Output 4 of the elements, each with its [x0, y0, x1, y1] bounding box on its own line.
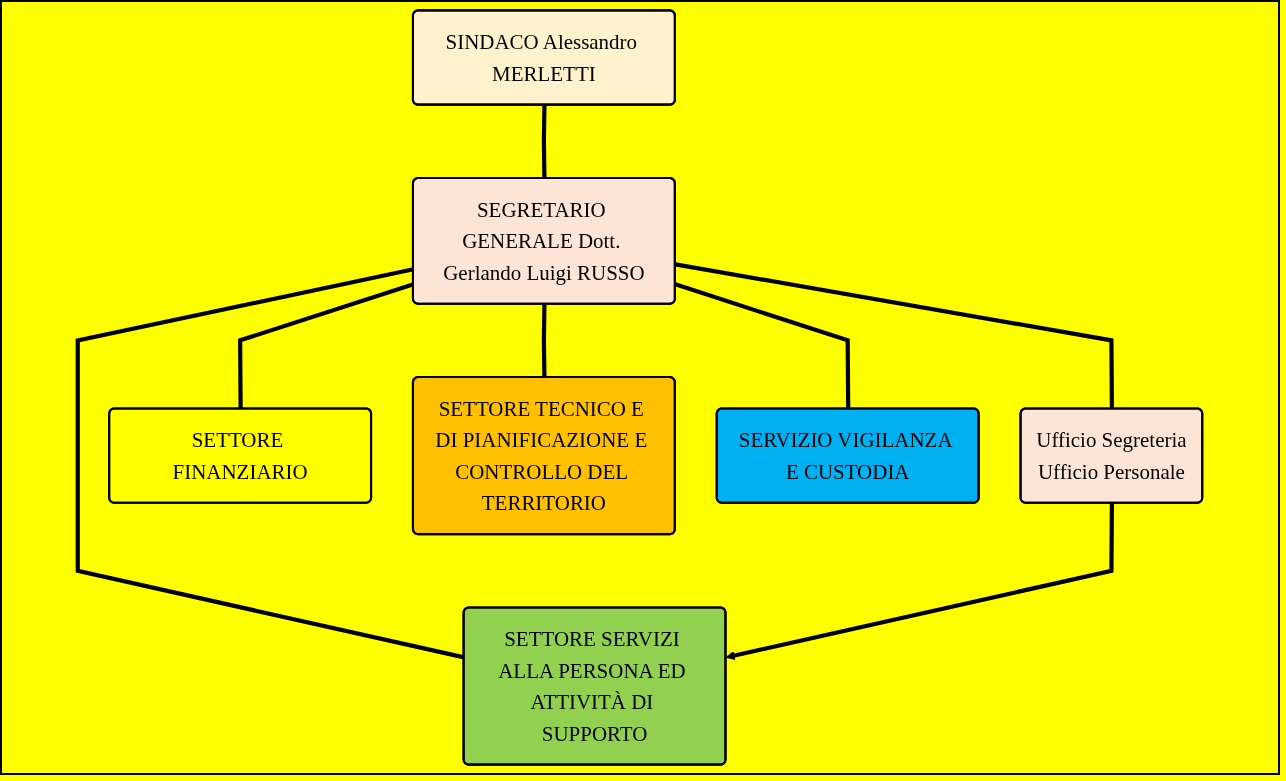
connector	[541, 304, 547, 378]
connector	[674, 282, 851, 409]
connector	[675, 262, 1114, 409]
arrow	[725, 503, 1114, 661]
